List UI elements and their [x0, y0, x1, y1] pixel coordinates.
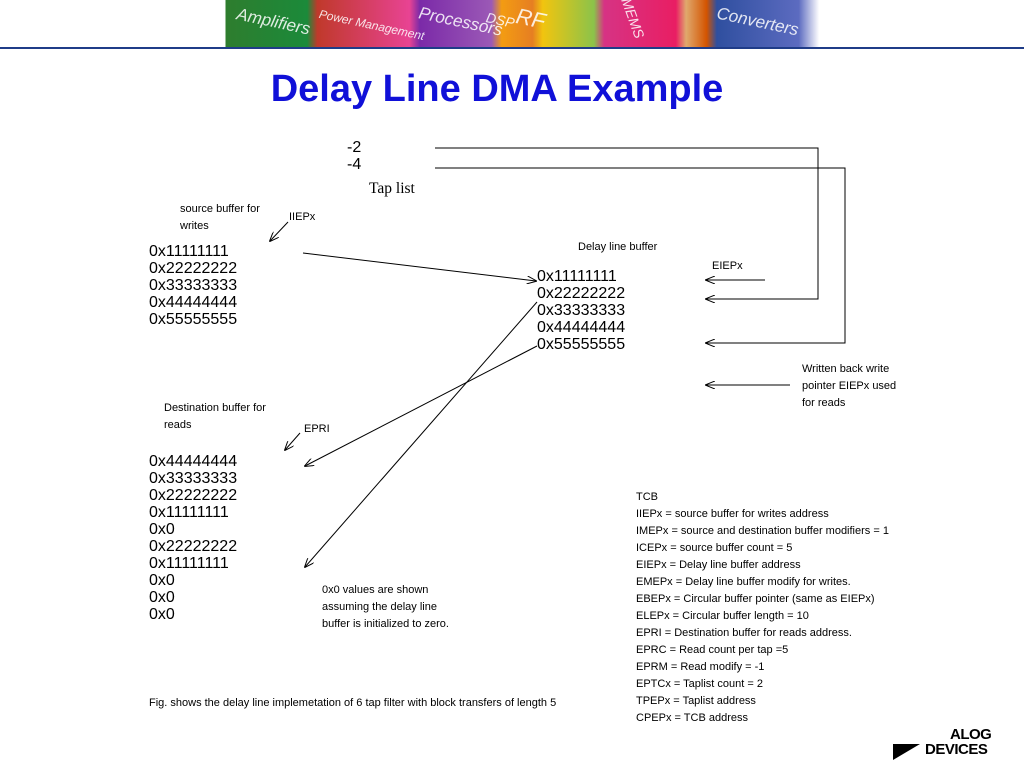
tap-list-caption: Tap list: [369, 180, 415, 197]
tcb-line: EPRI = Destination buffer for reads addr…: [636, 627, 852, 639]
read-arrow-2: [305, 301, 538, 567]
delay-buffer-row: 0x11111111: [537, 268, 617, 285]
tcb-line: TPEPx = Taplist address: [636, 695, 756, 707]
delay-buffer-row: 0x55555555: [537, 336, 626, 353]
destination-buffer-row: 0x33333333: [149, 470, 238, 487]
source-buffer-row: 0x55555555: [149, 311, 238, 328]
tcb-line: EPTCx = Taplist count = 2: [636, 678, 763, 690]
destination-buffer-table: 0x44444444 0x33333333 0x22222222 0x11111…: [149, 453, 303, 624]
destination-buffer-row: 0x22222222: [149, 538, 238, 555]
delay-buffer-row: 0x33333333: [537, 302, 626, 319]
written-back-note: Written back write pointer EIEPx used fo…: [802, 363, 897, 409]
source-pointer-label: IIEPx: [289, 211, 316, 223]
tcb-line: EIEPx = Delay line buffer address: [636, 559, 801, 571]
tcb-line: IMEPx = source and destination buffer mo…: [636, 525, 889, 537]
destination-buffer-label: Destination buffer for reads: [164, 402, 266, 431]
tap-list-table: -2 -4: [347, 136, 435, 174]
delay-buffer-row: 0x22222222: [537, 285, 626, 302]
delay-pointer-label: EIEPx: [712, 260, 743, 272]
tcb-line: EMEPx = Delay line buffer modify for wri…: [636, 576, 851, 588]
delay-buffer-row: 0x44444444: [537, 319, 626, 336]
destination-buffer-row: 0x11111111: [149, 555, 229, 572]
iiepx-pointer-arrow: [270, 221, 289, 241]
company-logo: ALOG DEVICES: [925, 726, 992, 758]
tcb-line: EPRM = Read modify = -1: [636, 661, 765, 673]
tcb-line: ICEPx = source buffer count = 5: [636, 542, 793, 554]
banner-rule: [0, 47, 1024, 49]
tap-list-row: -2: [347, 139, 362, 156]
header-banner: Amplifiers Power Management Processors D…: [0, 0, 1024, 48]
source-buffer-row: 0x22222222: [149, 260, 238, 277]
logo-line-1: ALOG: [950, 726, 992, 743]
page-title: Delay Line DMA Example: [270, 68, 724, 110]
source-buffer-row: 0x33333333: [149, 277, 238, 294]
tcb-line: EBEPx = Circular buffer pointer (same as…: [636, 593, 875, 605]
destination-buffer-row: 0x44444444: [149, 453, 238, 470]
source-buffer-label: source buffer for writes: [180, 203, 260, 232]
source-buffer-table: 0x11111111 0x22222222 0x33333333 0x44444…: [149, 243, 303, 329]
read-arrow-1: [305, 345, 538, 466]
tcb-line: IIEPx = source buffer for writes address: [636, 508, 829, 520]
tcb-line: ELEPx = Circular buffer length = 10: [636, 610, 809, 622]
destination-buffer-row: 0x11111111: [149, 504, 229, 521]
tcb-line: CPEPx = TCB address: [636, 712, 748, 724]
destination-buffer-row: 0x22222222: [149, 487, 238, 504]
tap-minus4-connector: [435, 167, 846, 343]
delay-buffer-label: Delay line buffer: [578, 241, 658, 253]
figure-caption: Fig. shows the delay line implemetation …: [149, 697, 557, 709]
destination-buffer-row: 0x0: [149, 572, 175, 589]
tap-list-row: -4: [347, 156, 362, 173]
destination-buffer-row: 0x0: [149, 521, 175, 538]
tcb-description: TCB IIEPx = source buffer for writes add…: [636, 489, 889, 727]
epri-pointer-arrow: [285, 432, 301, 450]
write-arrow: [302, 252, 536, 281]
destination-buffer-row: 0x0: [149, 589, 175, 606]
tcb-line: EPRC = Read count per tap =5: [636, 644, 789, 656]
tcb-line: TCB: [636, 491, 658, 503]
destination-pointer-label: EPRI: [304, 423, 330, 435]
zero-values-note: 0x0 values are shown assuming the delay …: [322, 584, 449, 630]
source-buffer-row: 0x44444444: [149, 294, 238, 311]
delay-line-buffer-table: 0x11111111 0x22222222 0x33333333 0x44444…: [537, 268, 705, 353]
logo-line-2: DEVICES: [925, 741, 988, 758]
tap-minus2-connector: [435, 147, 819, 299]
logo-triangle-icon: [893, 744, 920, 760]
source-buffer-row: 0x11111111: [149, 243, 229, 260]
destination-buffer-row: 0x0: [149, 606, 175, 623]
